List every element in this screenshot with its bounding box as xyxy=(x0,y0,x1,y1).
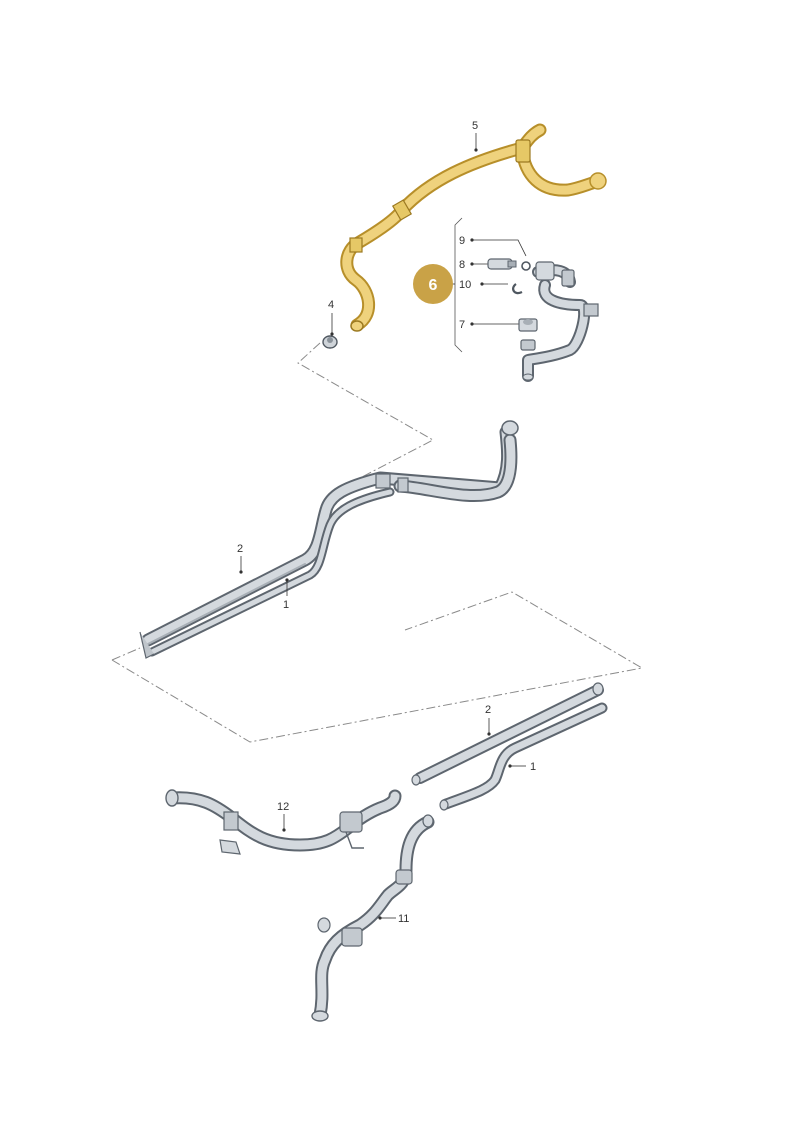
badge-6 xyxy=(413,264,453,304)
clamp-part-7[interactable] xyxy=(518,318,538,332)
callout-label-4: 4 xyxy=(328,299,334,311)
hose-5-clip xyxy=(391,199,413,221)
callout-label-10: 10 xyxy=(459,279,471,291)
hose-5-end-connector xyxy=(589,172,607,190)
callout-1-middle: 1 xyxy=(283,578,289,611)
callout-label-8: 8 xyxy=(459,259,465,271)
group-bracket xyxy=(454,217,463,353)
callout-label-5: 5 xyxy=(472,120,478,132)
hose-5-start-connector xyxy=(350,320,364,332)
callout-5: 5 xyxy=(472,120,478,152)
hose-part-5[interactable] xyxy=(340,123,607,332)
callout-label-2-lower: 2 xyxy=(485,704,491,716)
assembly-hose[interactable] xyxy=(520,261,599,382)
callout-label-9: 9 xyxy=(459,235,465,247)
oring-part-9[interactable] xyxy=(521,261,531,271)
connector-upper xyxy=(297,342,435,479)
clip-part-10[interactable] xyxy=(512,283,523,295)
connector-frame-tail xyxy=(111,647,141,661)
clip-part-4[interactable] xyxy=(322,335,338,349)
callout-label-1-lower: 1 xyxy=(530,761,536,773)
pipe-part-1-middle[interactable] xyxy=(147,487,395,657)
middle-hose-end[interactable] xyxy=(139,420,519,659)
callout-11: 11 xyxy=(378,913,409,925)
pipe-part-2-lower[interactable] xyxy=(411,682,604,786)
callout-2-lower: 2 xyxy=(485,704,491,736)
hose-part-12[interactable] xyxy=(165,789,402,855)
callout-12: 12 xyxy=(277,801,289,832)
connector-frame xyxy=(111,591,644,743)
callout-label-7: 7 xyxy=(459,319,465,331)
connector-lines xyxy=(111,342,644,743)
callout-label-1-middle: 1 xyxy=(283,599,289,611)
callout-4: 4 xyxy=(328,299,334,336)
hose-part-11[interactable] xyxy=(311,814,435,1022)
callout-label-2-middle: 2 xyxy=(237,543,243,555)
callout-1-lower: 1 xyxy=(508,761,536,773)
pipe-part-1-lower[interactable] xyxy=(439,702,608,811)
sensor-part-8[interactable] xyxy=(487,258,517,270)
assembly-group-6: 6 9 8 10 7 xyxy=(413,217,599,382)
hose-5-clip-2 xyxy=(349,237,363,253)
badge-label: 6 xyxy=(429,277,438,294)
callout-2-middle: 2 xyxy=(237,543,243,574)
callout-label-12: 12 xyxy=(277,801,289,813)
hose-5-junction xyxy=(515,139,531,163)
callout-label-11: 11 xyxy=(398,913,409,925)
